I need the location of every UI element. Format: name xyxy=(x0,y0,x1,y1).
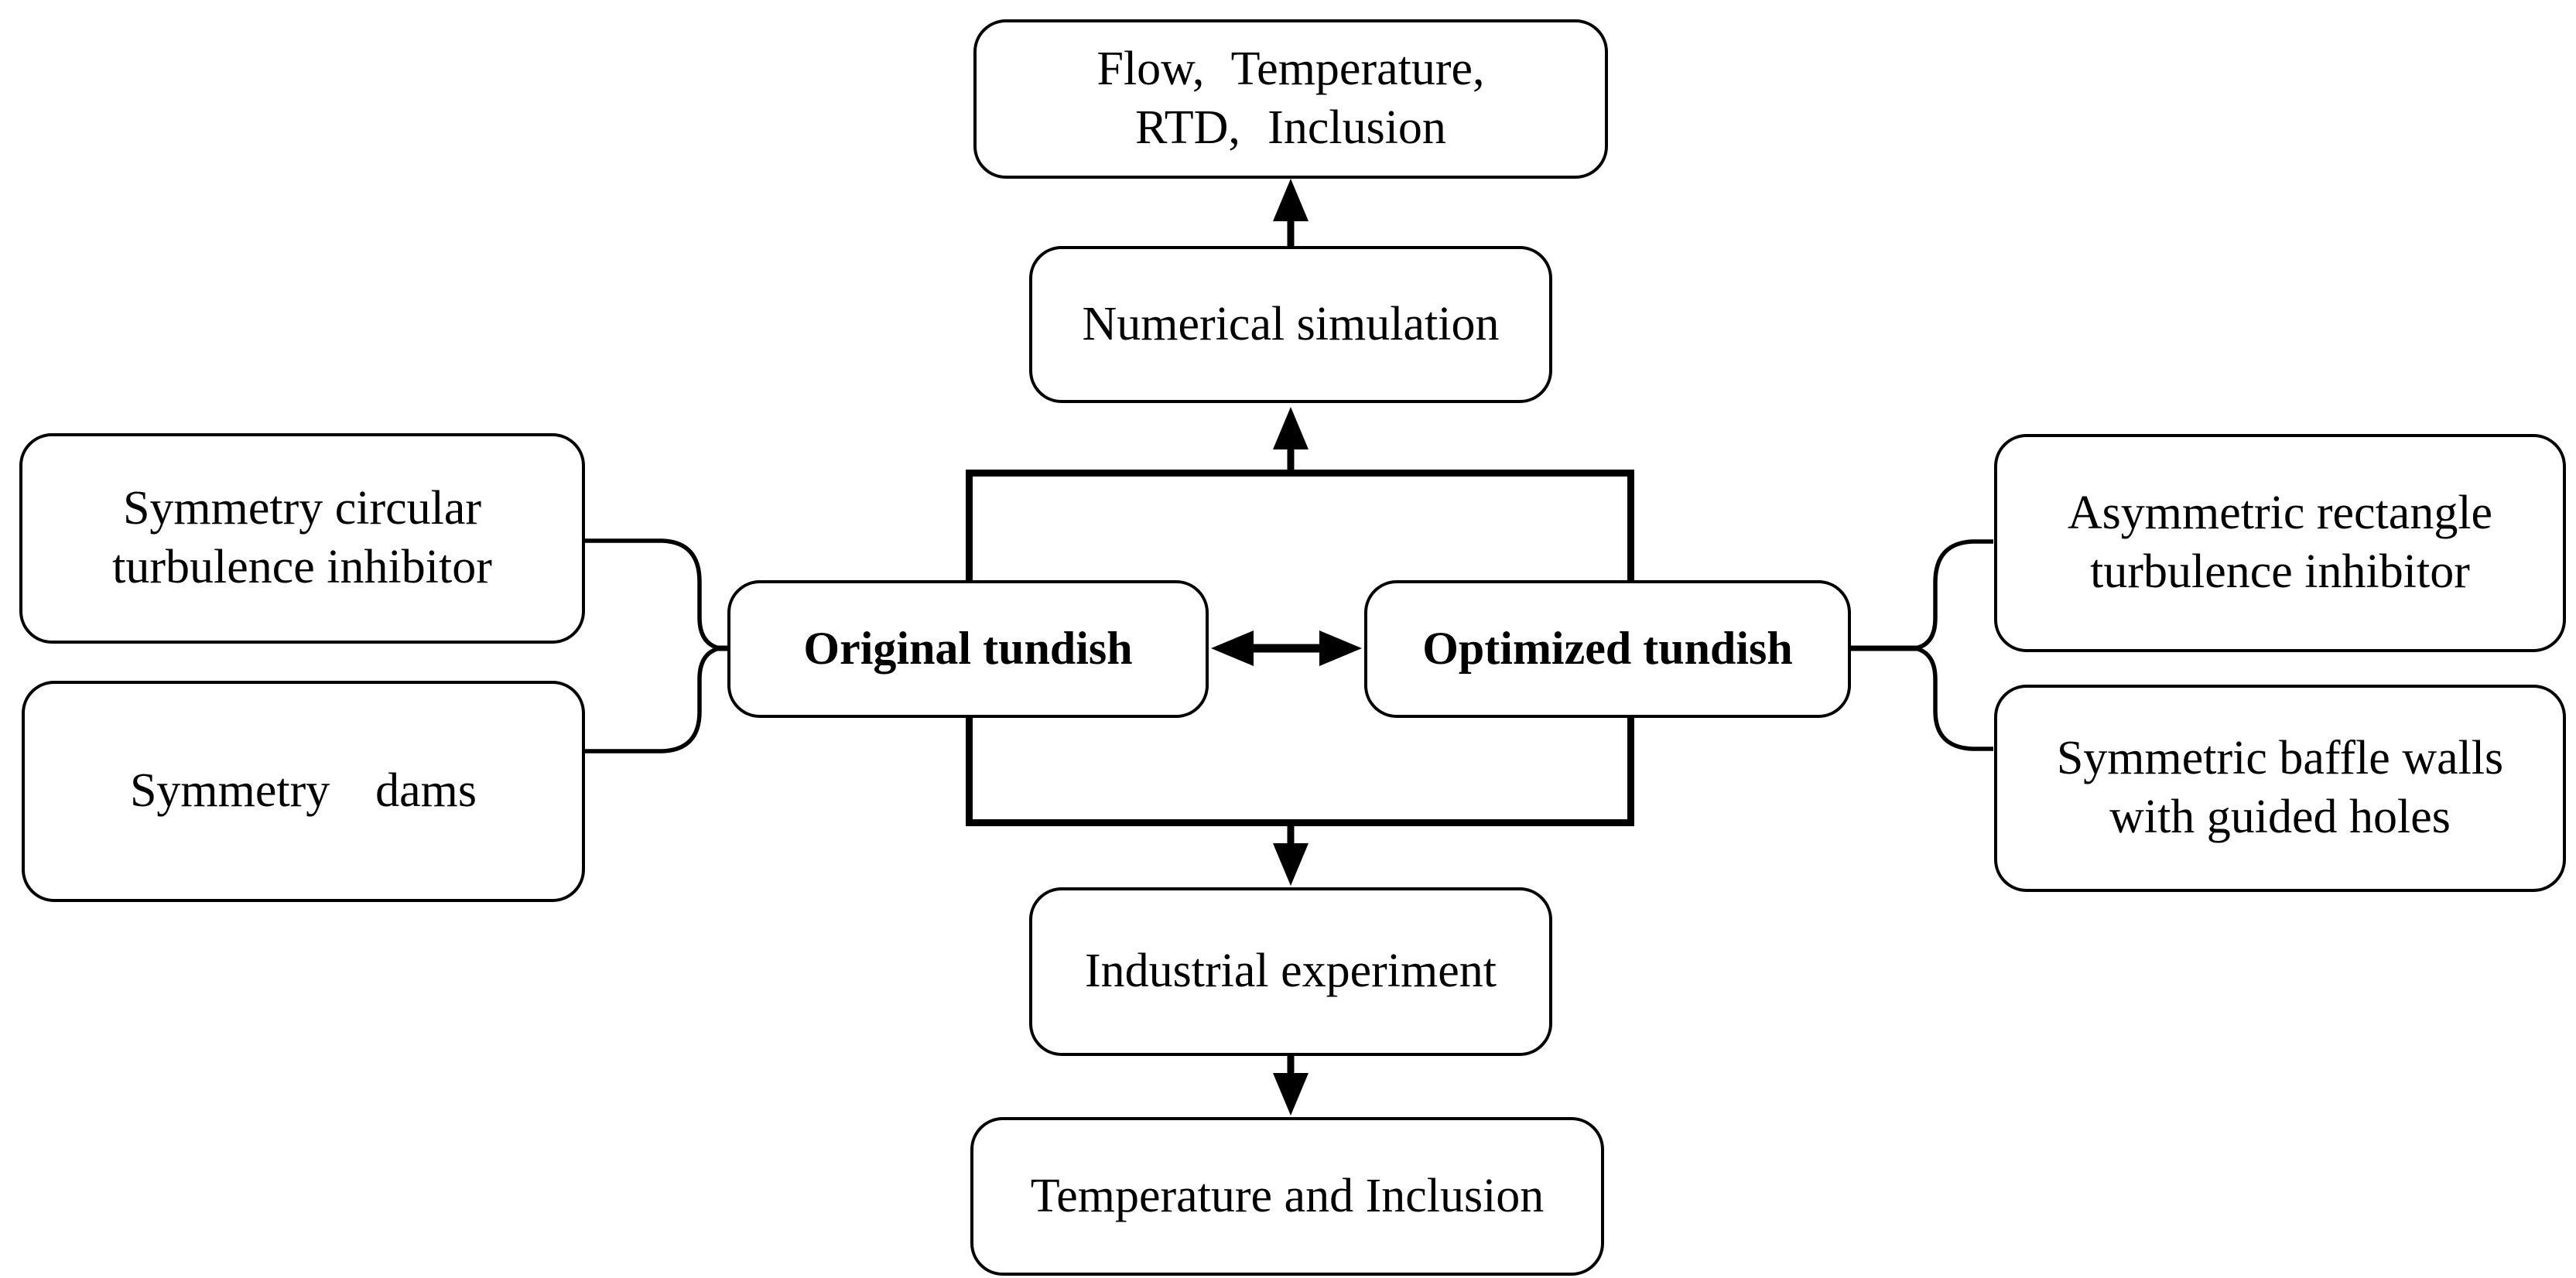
box-label-line: turbulence inhibitor xyxy=(2090,545,2470,598)
box-numerical-simulation: Numerical simulation xyxy=(1029,246,1552,403)
box-symmetric-baffle: Symmetric baffle walls with guided holes xyxy=(1994,685,2566,892)
arrow-down-to-experiment xyxy=(1273,822,1309,886)
box-label-line: Symmetry dams xyxy=(129,764,477,818)
arrow-up-to-results xyxy=(1273,179,1309,246)
box-label-line: RTD, Inclusion xyxy=(1135,101,1446,154)
box-label-line: Flow, Temperature, xyxy=(1096,43,1485,96)
box-label-line: Asymmetric rectangle xyxy=(2067,487,2493,540)
box-optimized-tundish: Optimized tundish xyxy=(1364,580,1851,718)
box-symmetry-circular: Symmetry circular turbulence inhibitor xyxy=(19,433,585,644)
arrow-down-to-temperature xyxy=(1273,1056,1309,1116)
arrow-up-to-simulation xyxy=(1273,407,1309,475)
box-original-tundish: Original tundish xyxy=(727,580,1209,718)
box-label-line: Symmetry circular xyxy=(122,482,482,535)
box-label-line: with guided holes xyxy=(2109,791,2451,843)
box-label-line: Industrial experiment xyxy=(1085,945,1497,998)
left-brace xyxy=(585,538,729,753)
right-brace xyxy=(1851,539,1993,751)
box-symmetry-dams: Symmetry dams xyxy=(22,681,585,902)
box-label-line: Numerical simulation xyxy=(1082,297,1500,350)
box-label-line: turbulence inhibitor xyxy=(112,541,492,593)
box-label-line: Symmetric baffle walls xyxy=(2056,732,2504,785)
box-temperature-inclusion: Temperature and Inclusion xyxy=(970,1117,1604,1276)
box-industrial-experiment: Industrial experiment xyxy=(1029,887,1552,1056)
box-label-line: Temperature and Inclusion xyxy=(1030,1169,1545,1222)
box-asymmetric-rectangle: Asymmetric rectangle turbulence inhibito… xyxy=(1994,434,2566,652)
box-label-line: Original tundish xyxy=(803,623,1133,675)
box-flow-results: Flow, Temperature, RTD, Inclusion xyxy=(973,19,1608,179)
box-label-line: Optimized tundish xyxy=(1422,623,1793,675)
